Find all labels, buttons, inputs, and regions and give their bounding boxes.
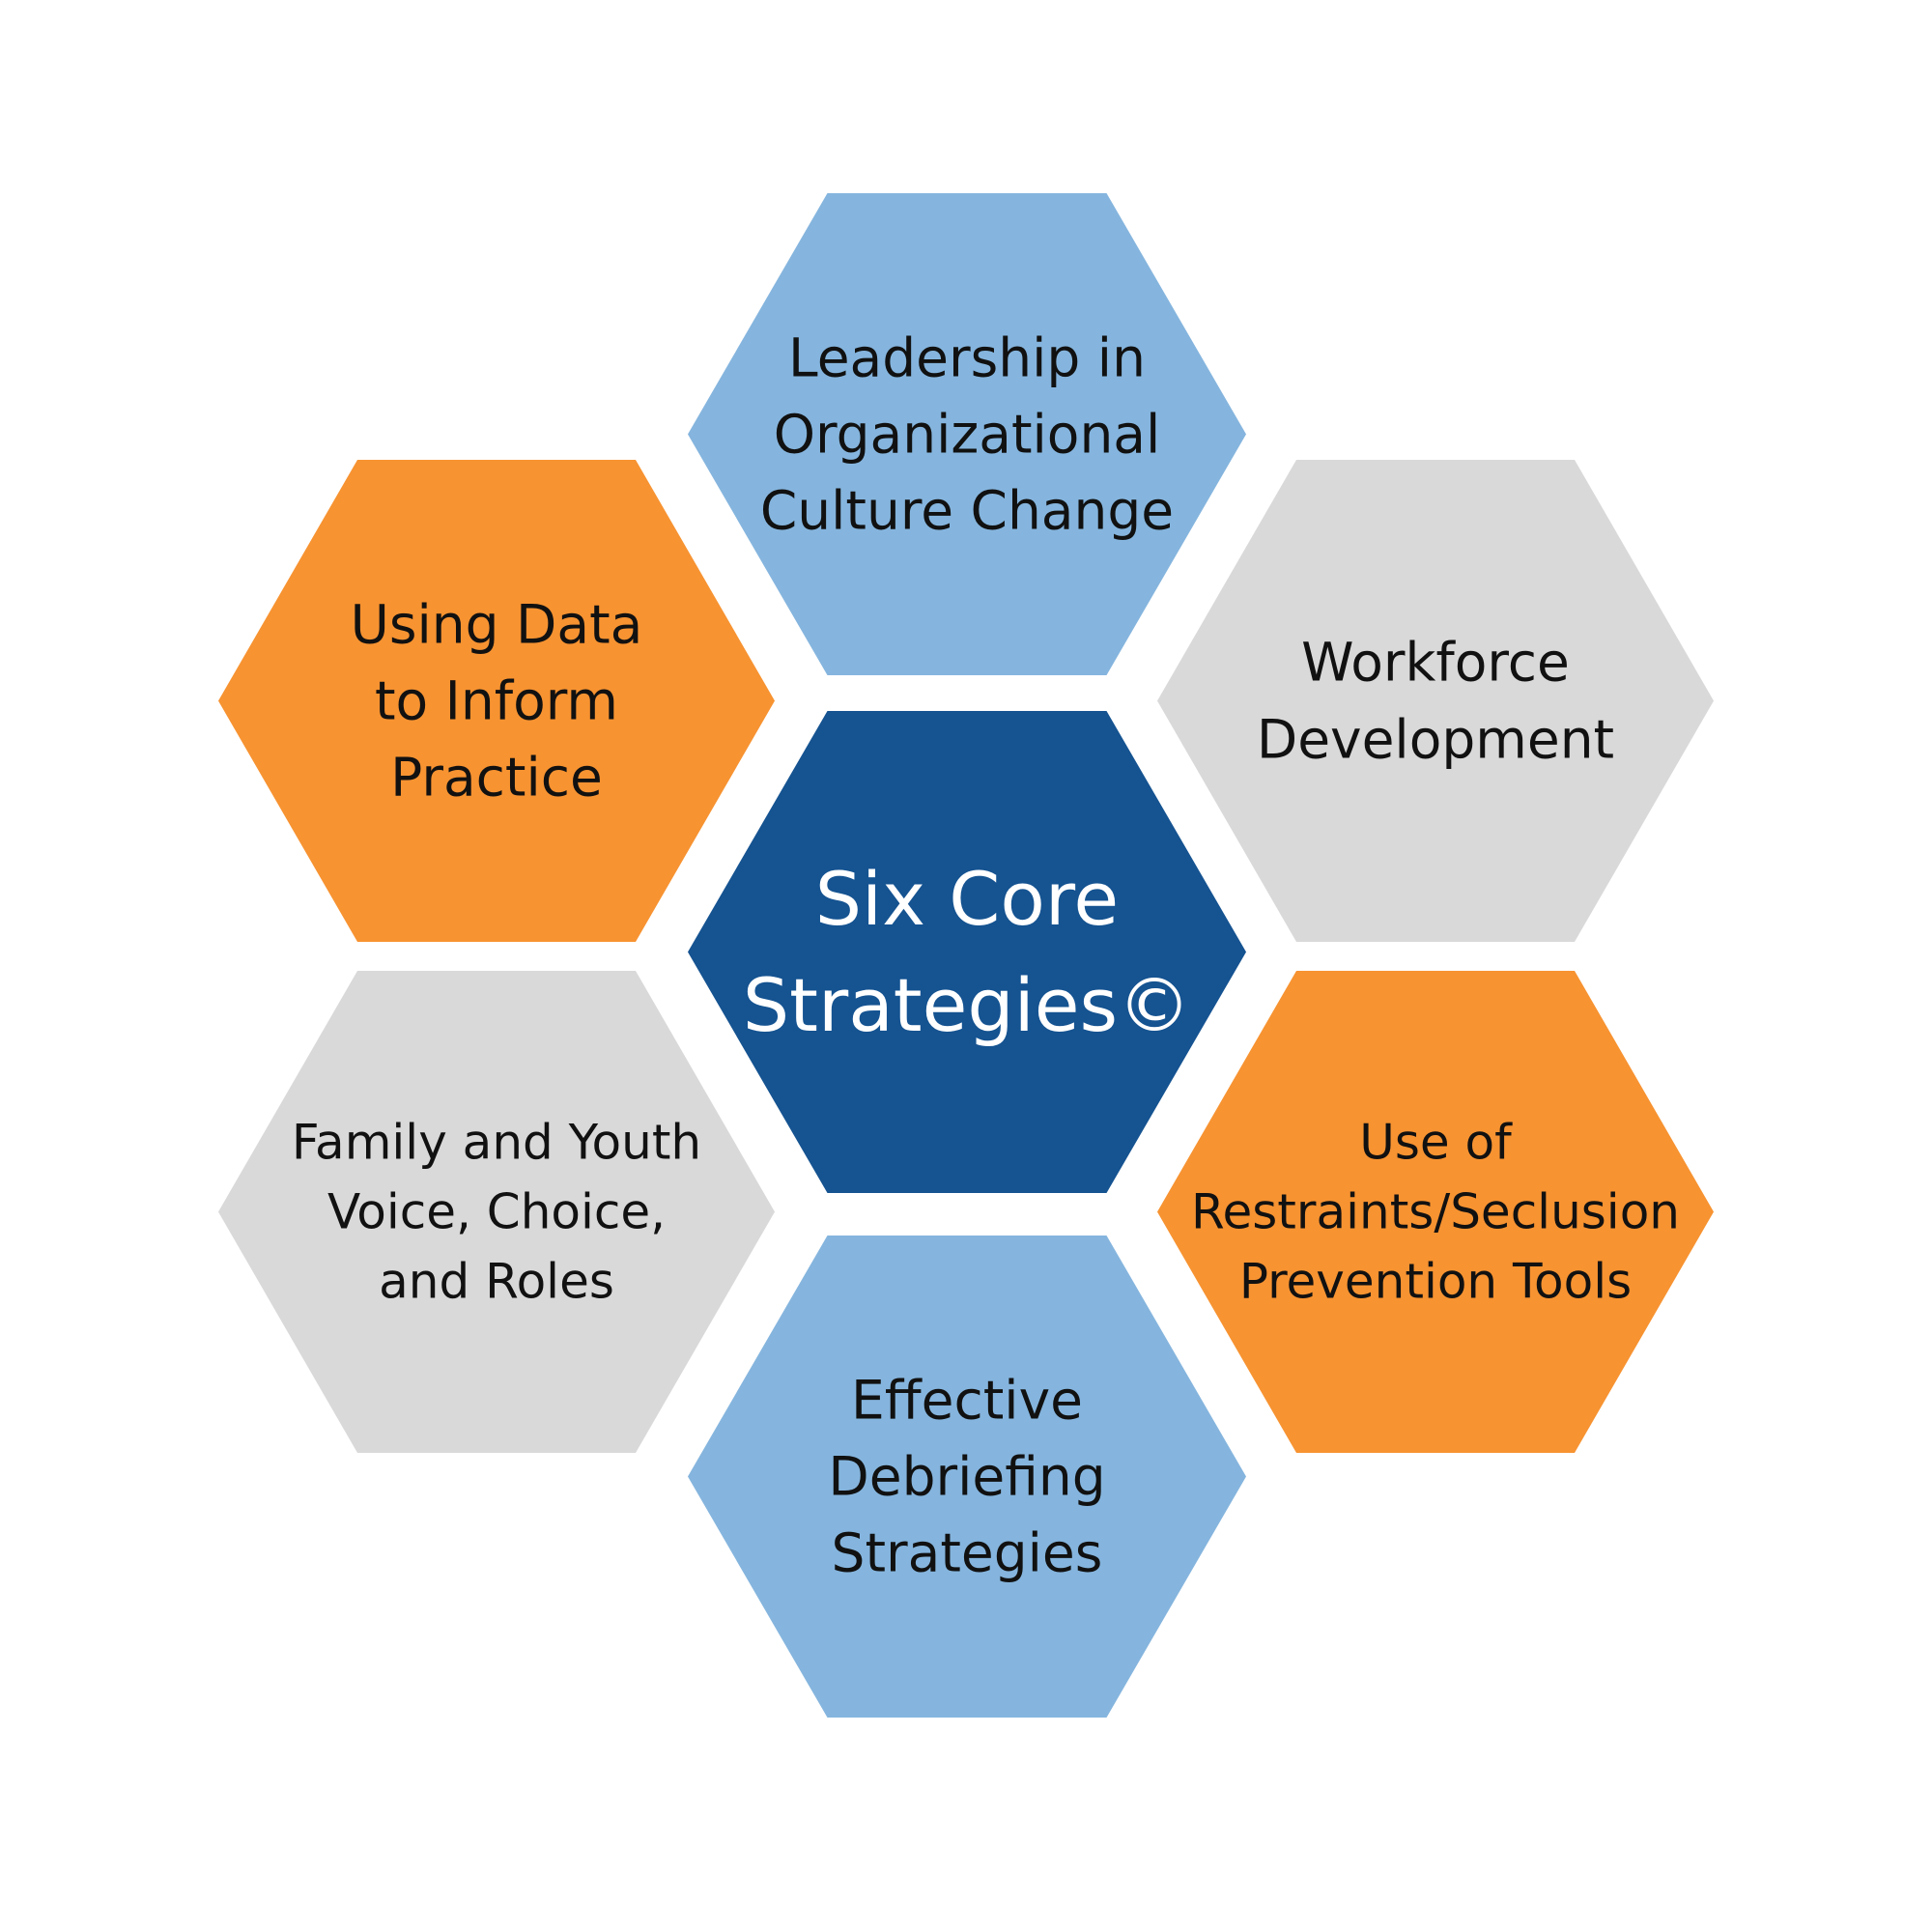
- hexagon-shape: [688, 193, 1246, 675]
- hexagon-label-line: Strategies: [832, 1522, 1103, 1584]
- hexagon-label-line: Prevention Tools: [1239, 1254, 1632, 1310]
- hexagon-label-line: Development: [1257, 709, 1614, 771]
- hexagon-label-line: and Roles: [379, 1254, 614, 1310]
- hexagon-shape: [218, 971, 775, 1453]
- hexagon-label-line: Restraints/Seclusion: [1191, 1184, 1680, 1240]
- hexagon-label-line: Effective: [851, 1370, 1083, 1432]
- hexagon-label-line: to Inform: [375, 670, 618, 732]
- hexagon-shape: [1157, 971, 1714, 1453]
- hexagon-shape: [688, 711, 1246, 1193]
- hexagon-label-line: Strategies©: [743, 962, 1191, 1048]
- hexagon-label-line: Six Core: [815, 856, 1119, 942]
- hexagon-label-line: Culture Change: [760, 480, 1174, 542]
- hexagon-shape: [1157, 460, 1714, 942]
- hexagon-label-line: Workforce: [1301, 632, 1570, 694]
- hexagon-label-line: Use of: [1359, 1115, 1513, 1171]
- hexagon-label-line: Organizational: [774, 404, 1161, 466]
- hexagon-shape: [688, 1236, 1246, 1718]
- hexagon-label-line: Leadership in: [788, 327, 1146, 389]
- hexagon-label-line: Family and Youth: [292, 1115, 701, 1171]
- hexagon-label-line: Using Data: [351, 594, 643, 656]
- hexagon-label-line: Debriefing: [828, 1446, 1105, 1508]
- hexagon-label-line: Voice, Choice,: [327, 1184, 666, 1240]
- hexagon-shape: [218, 460, 775, 942]
- hexagon-label-line: Practice: [390, 747, 603, 809]
